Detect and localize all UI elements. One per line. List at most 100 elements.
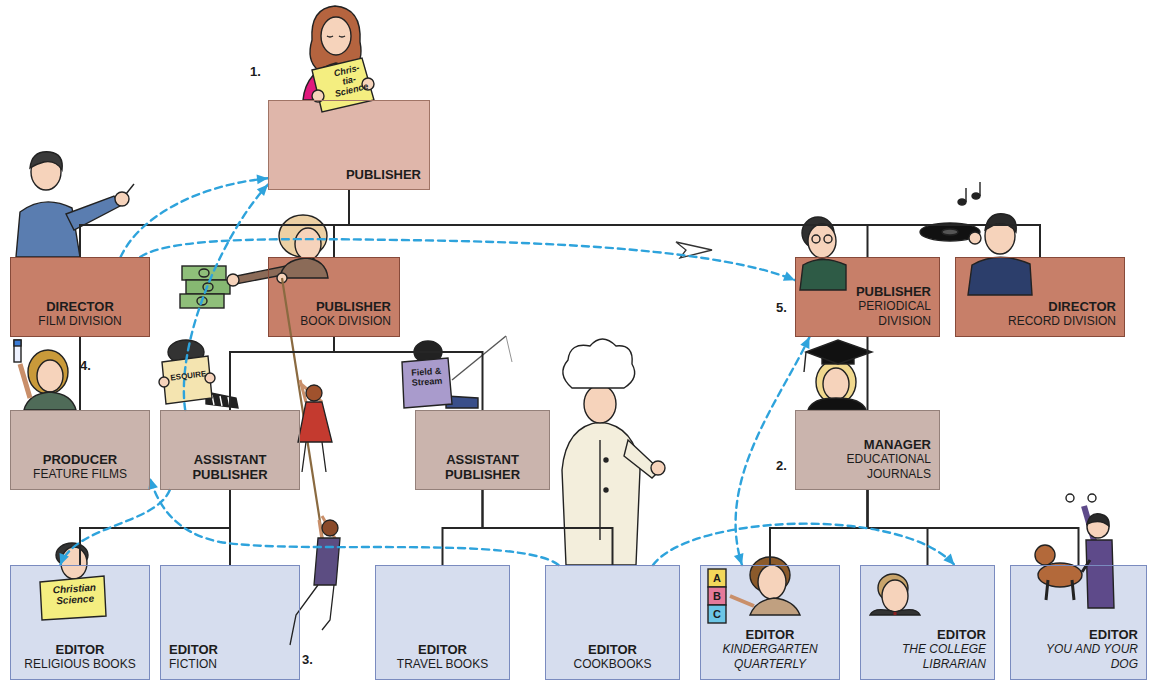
kindergarten-editor-figure xyxy=(750,598,800,615)
connector-path xyxy=(443,490,483,565)
librarian-editor-figure xyxy=(882,580,908,612)
connector-path xyxy=(653,524,955,565)
producer-woman-figure xyxy=(20,364,30,398)
record-director-figure xyxy=(958,199,966,205)
dog-owner-figure xyxy=(1035,494,1114,608)
org-chart-line xyxy=(867,337,868,410)
org-box: ASSISTANT PUBLISHER xyxy=(160,410,300,490)
book-division-woman-figure xyxy=(182,266,226,280)
connector-path xyxy=(349,190,1040,257)
connector-path xyxy=(770,490,868,565)
org-box: EDITORYOU AND YOUR DOG xyxy=(1010,565,1147,680)
box-subtitle: YOU AND YOUR DOG xyxy=(1019,642,1138,672)
callout-number: 5. xyxy=(776,300,796,315)
org-chart-line xyxy=(868,490,1079,565)
record-director-figure xyxy=(942,229,958,235)
connector-path xyxy=(483,490,613,565)
org-chart-line xyxy=(349,190,1040,257)
org-chart-line xyxy=(483,490,613,565)
graduate-woman-figure xyxy=(804,340,872,410)
esquire-reader-figure xyxy=(162,356,212,404)
callout-number: 3. xyxy=(302,652,322,667)
box-title: EDITOR xyxy=(937,627,986,642)
librarian-editor-figure xyxy=(870,574,920,615)
box-subtitle: FICTION xyxy=(169,657,217,672)
org-box: EDITORFICTION xyxy=(160,565,300,680)
graduate-woman-figure xyxy=(823,368,849,400)
film-director-figure xyxy=(115,192,129,206)
kindergarten-editor-figure xyxy=(758,565,786,599)
arrowhead xyxy=(943,553,954,565)
box-title: DIRECTOR xyxy=(1048,299,1116,314)
film-director-figure xyxy=(16,152,134,257)
box-title: MANAGER xyxy=(864,437,931,452)
dog-owner-figure xyxy=(1087,514,1109,526)
arrowhead xyxy=(257,185,268,196)
publisher-woman-figure xyxy=(327,36,345,37)
org-box: PUBLISHERPERIODICAL DIVISION xyxy=(795,257,940,337)
periodical-publisher-figure xyxy=(800,260,846,291)
periodical-publisher-figure xyxy=(808,224,836,258)
graduate-woman-figure xyxy=(806,340,872,364)
box-fill xyxy=(860,565,995,680)
dog-owner-figure xyxy=(1086,540,1114,608)
connector-path xyxy=(121,178,268,257)
org-box: DIRECTORRECORD DIVISION xyxy=(955,257,1125,337)
org-box: PRODUCERFEATURE FILMS xyxy=(10,410,150,490)
record-director-figure xyxy=(985,214,1016,232)
dashed-arrow xyxy=(184,185,268,410)
box-title: PUBLISHER xyxy=(316,299,391,314)
producer-woman-figure xyxy=(14,340,21,346)
box-fill xyxy=(268,100,430,190)
film-director-figure xyxy=(126,184,134,194)
chef-figure xyxy=(651,461,665,475)
religious-editor-figure xyxy=(40,543,106,620)
org-chart-line xyxy=(770,490,868,565)
org-chart-line xyxy=(80,190,349,257)
box-title: ASSISTANT PUBLISHER xyxy=(424,452,541,482)
connector-path xyxy=(140,239,795,280)
chef-figure xyxy=(604,458,608,462)
book-division-woman-figure xyxy=(227,274,239,286)
record-director-figure xyxy=(979,182,980,196)
esquire-reader-figure xyxy=(205,373,215,383)
book-title: Christian Science xyxy=(46,581,103,607)
climbing-girl-figure xyxy=(314,538,340,585)
graduate-woman-figure xyxy=(804,352,806,372)
box-title: EDITOR xyxy=(746,627,795,642)
box-fill xyxy=(545,565,680,680)
org-chart-line xyxy=(443,490,483,565)
box-title: EDITOR xyxy=(588,642,637,657)
producer-woman-figure xyxy=(24,392,76,410)
kindergarten-editor-figure xyxy=(708,605,726,623)
graduate-woman-figure xyxy=(808,398,866,410)
arrowhead xyxy=(800,337,809,349)
periodical-publisher-figure xyxy=(824,235,832,243)
connector-path xyxy=(334,337,483,410)
arrowhead xyxy=(257,174,268,184)
connector-path xyxy=(868,490,1079,565)
org-box: EDITORTRAVEL BOOKS xyxy=(375,565,510,680)
chef-figure xyxy=(604,488,608,492)
org-box: EDITORCOOKBOOKS xyxy=(545,565,680,680)
box-subtitle: TRAVEL BOOKS xyxy=(397,657,488,672)
book-title: Chris- tia- Science xyxy=(328,61,370,99)
box-fill xyxy=(268,257,400,337)
box-subtitle: THE COLLEGE LIBRARIAN xyxy=(869,642,986,672)
hanging-girl-figure xyxy=(298,380,332,472)
arrowhead xyxy=(59,553,68,565)
kindergarten-editor-figure xyxy=(708,587,726,605)
org-box: EDITORKINDERGARTEN QUARTERLY xyxy=(700,565,840,680)
periodical-publisher-figure xyxy=(812,235,820,243)
box-title: EDITOR xyxy=(418,642,467,657)
book-title: ESQUIRE xyxy=(166,369,211,384)
esquire-reader-figure xyxy=(212,395,230,407)
book-title: Field & Stream xyxy=(408,365,445,387)
chef-figure xyxy=(599,440,600,540)
dog-owner-figure xyxy=(1066,494,1074,502)
dashed-arrow xyxy=(734,337,810,565)
